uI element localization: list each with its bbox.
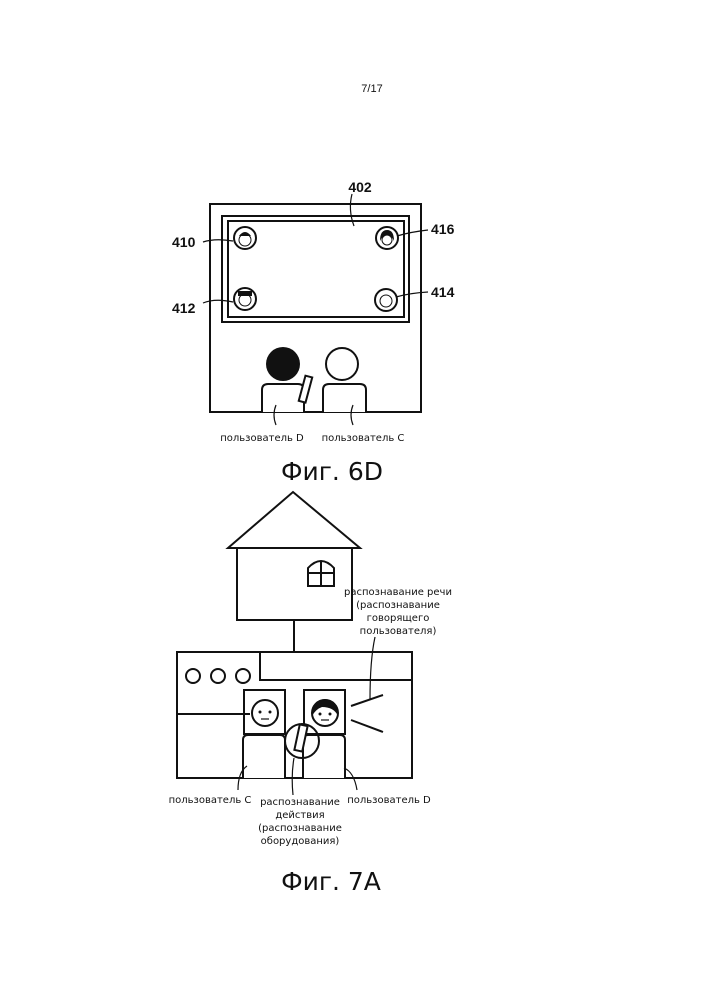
figure-7a-caption: Фиг. 7A [281,867,381,896]
action-label-2: действия [275,810,324,821]
indicator-icon [186,669,200,683]
figure-7a: распознавание речи (распознавание говоря… [169,492,452,896]
device-screen [177,652,412,778]
user-d-face-box [303,690,345,778]
avatar-414 [375,289,397,311]
ref-412: 412 [172,300,196,316]
action-label-1: распознавание [260,797,340,808]
ref-410: 410 [172,234,196,250]
leader-action [292,758,294,795]
user-d-figure [262,347,312,412]
user-c-figure [323,348,366,412]
avatar-412 [234,288,256,310]
display-outer [222,216,409,322]
ref-416: 416 [431,221,455,237]
label-user-c: пользователь C [322,433,405,444]
indicator-icon [236,669,250,683]
action-label-4: оборудования) [261,836,340,847]
ref-414: 414 [431,284,455,300]
figure-6d: 402 410 412 416 414 [172,179,455,486]
label-user-d-7a: пользователь D [347,795,431,806]
avatar-416 [376,227,398,249]
avatar-410 [234,227,256,249]
figure-6d-caption: Фиг. 6D [281,457,383,486]
leader-416 [397,230,428,236]
ref-402: 402 [348,179,372,195]
action-label-3: (распознавание [258,823,342,834]
house-icon [228,492,360,620]
leader-414 [396,292,428,297]
page-number: 7/17 [361,83,382,95]
label-user-c-7a: пользователь C [169,795,252,806]
label-user-d: пользователь D [220,433,304,444]
speech-lines [351,695,383,732]
speech-label-3: говорящего [367,613,430,624]
speech-label-1: распознавание речи [344,587,452,598]
speech-label-2: (распознавание [356,600,440,611]
speech-label-4: пользователя) [360,626,437,637]
leader-speech [370,637,375,700]
user-c-face-box [243,690,285,778]
indicator-icon [211,669,225,683]
